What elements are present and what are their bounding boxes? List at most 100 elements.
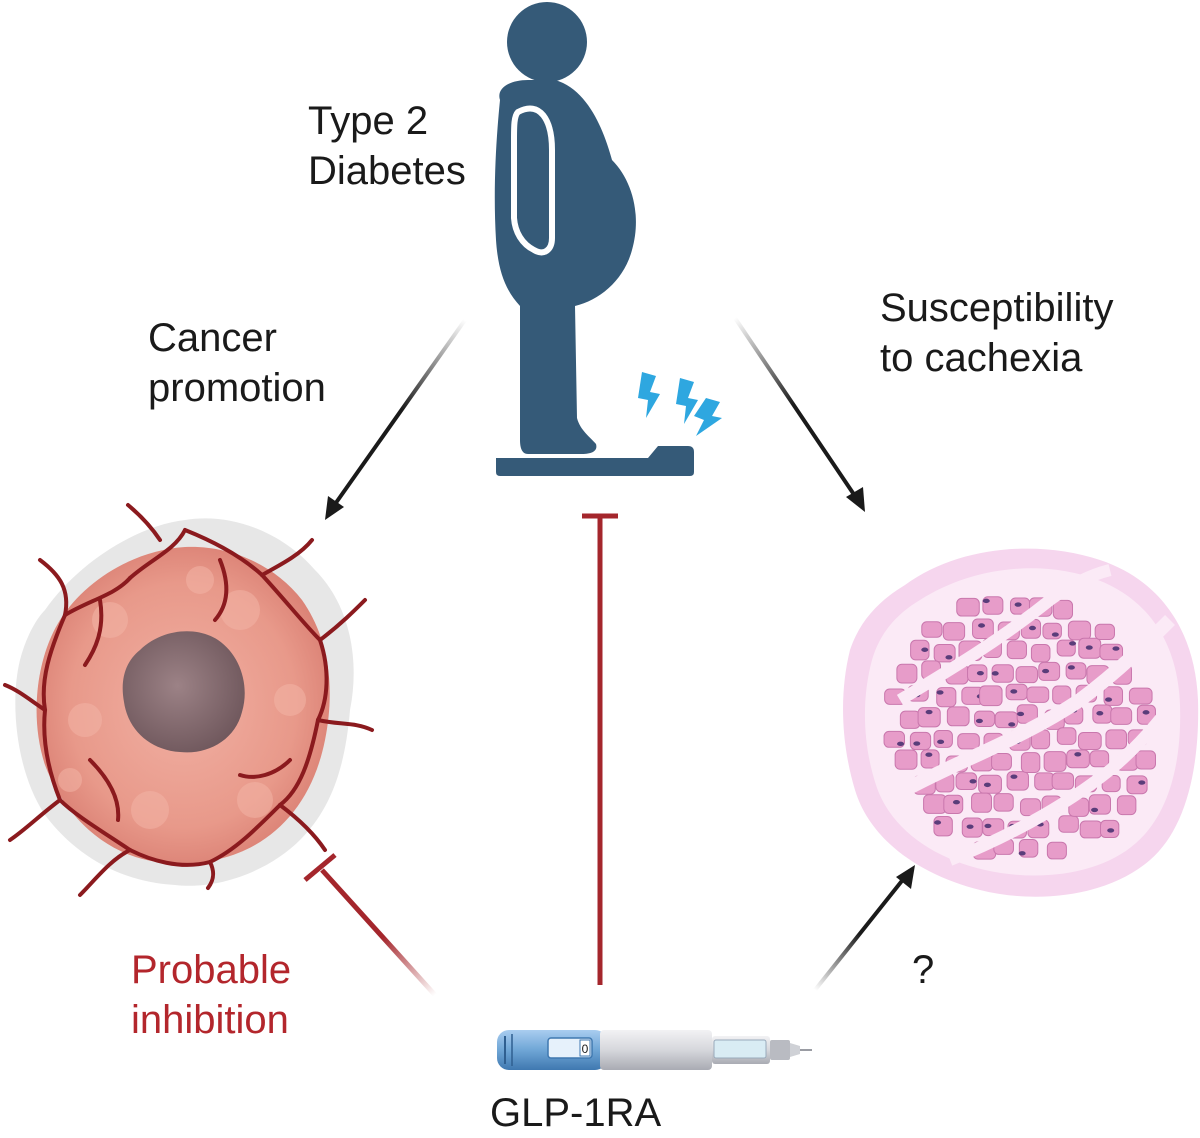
muscle-fiber [979, 685, 1003, 707]
muscle-nucleus [1142, 710, 1150, 715]
muscle-fiber [923, 794, 947, 814]
muscle-fiber [1066, 749, 1090, 769]
muscle-nucleus [1017, 711, 1025, 717]
muscle-fibers [883, 596, 1156, 860]
tumor-icon [3, 503, 374, 897]
muscle-fiber [1038, 661, 1061, 681]
muscle-fiber [1052, 599, 1074, 620]
muscle-nucleus [937, 739, 945, 745]
muscle-fiber [1058, 815, 1079, 833]
muscle-nucleus [952, 799, 960, 805]
inhibit-cancer-line [303, 853, 437, 997]
muscle-fiber [1006, 771, 1029, 791]
muscle-fiber [993, 793, 1014, 812]
pen-dose-window: 0 [582, 1042, 589, 1056]
muscle-fiber [910, 639, 930, 661]
muscle-nucleus [1010, 774, 1018, 779]
muscle-nucleus [1105, 697, 1113, 702]
muscle-nucleus [1014, 602, 1022, 607]
muscle-fiber [942, 622, 966, 641]
muscle-nucleus [1051, 632, 1059, 637]
muscle-fiber [933, 815, 953, 837]
muscle-nucleus [1074, 752, 1082, 757]
muscle-nucleus [1085, 645, 1093, 650]
inhibit-t2d-line [582, 513, 618, 985]
muscle-nucleus [983, 782, 991, 788]
muscle-nucleus [936, 690, 944, 695]
muscle-tissue-icon [843, 548, 1199, 897]
muscle-nucleus [1042, 668, 1050, 674]
muscle-nucleus [1096, 711, 1104, 716]
muscle-nucleus [1069, 641, 1077, 646]
muscle-fiber [972, 618, 994, 639]
muscle-fiber [1030, 643, 1051, 663]
muscle-fiber [899, 710, 921, 729]
cancer-label-line1: Cancer [148, 316, 277, 360]
probable-inhibition-label: Probable inhibition [131, 945, 291, 1045]
muscle-fiber [1135, 750, 1156, 770]
injection-pen-icon: 0 [497, 1030, 812, 1070]
muscle-fiber [1043, 751, 1067, 772]
muscle-fiber [1006, 640, 1027, 660]
muscle-nucleus [1067, 665, 1075, 670]
muscle-nucleus [969, 779, 977, 784]
muscle-fiber [956, 597, 980, 617]
muscle-fiber [1065, 662, 1087, 680]
muscle-nucleus [1008, 722, 1016, 727]
muscle-fiber [1051, 772, 1075, 790]
muscle-nucleus [978, 623, 986, 628]
muscle-fiber [909, 731, 932, 751]
muscle-nucleus [984, 823, 992, 829]
t2d-label: Type 2 Diabetes [308, 96, 466, 196]
muscle-fiber [955, 772, 978, 790]
muscle-nucleus [982, 598, 990, 604]
muscle-nucleus [921, 647, 929, 652]
muscle-fiber [991, 753, 1012, 771]
inhibition-label-line2: inhibition [131, 998, 289, 1042]
muscle-fiber [1103, 686, 1124, 706]
muscle-fiber [1128, 687, 1153, 705]
muscle-fiber [1015, 666, 1039, 684]
muscle-nucleus [1091, 807, 1099, 813]
muscle-nucleus [991, 671, 999, 676]
muscle-fiber [971, 792, 993, 813]
muscle-fiber [933, 730, 953, 748]
muscle-fiber [917, 707, 941, 728]
muscle-nucleus [945, 655, 953, 660]
muscle-nucleus [975, 718, 983, 724]
muscle-fiber [1126, 775, 1148, 795]
muscle-nucleus [925, 709, 933, 715]
cancer-promotion-label: Cancer promotion [148, 313, 326, 413]
cancer-promotion-arrow [325, 318, 467, 520]
muscle-fiber [1020, 752, 1041, 774]
muscle-nucleus [913, 741, 921, 746]
cancer-label-line2: promotion [148, 366, 326, 410]
muscle-fiber [1094, 623, 1115, 641]
muscle-fiber [1077, 732, 1102, 751]
muscle-fiber [946, 706, 970, 727]
muscle-fiber [1067, 620, 1092, 641]
muscle-nucleus [1107, 828, 1115, 833]
lightning-icon [638, 372, 722, 436]
muscle-fiber [943, 794, 964, 814]
cachexia-label-line1: Susceptibility [880, 286, 1114, 330]
muscle-nucleus [966, 824, 974, 829]
cachexia-label-line2: to cachexia [880, 336, 1083, 380]
glp1ra-label: GLP-1RA [490, 1091, 662, 1135]
muscle-nucleus [1010, 689, 1018, 694]
muscle-fiber [933, 644, 956, 663]
muscle-fiber [921, 621, 943, 638]
cachexia-label: Susceptibility to cachexia [880, 283, 1113, 383]
muscle-fiber [1105, 729, 1127, 750]
question-mark-label: ? [912, 948, 935, 992]
muscle-nucleus [1112, 646, 1120, 651]
unknown-effect-arrow [813, 865, 915, 992]
muscle-fiber [1116, 795, 1137, 816]
muscle-fiber [920, 749, 940, 769]
inhibition-label-line1: Probable [131, 948, 292, 992]
muscle-nucleus [925, 752, 933, 757]
muscle-fiber [894, 749, 918, 770]
muscle-nucleus [976, 670, 984, 676]
muscle-nucleus [897, 741, 905, 747]
